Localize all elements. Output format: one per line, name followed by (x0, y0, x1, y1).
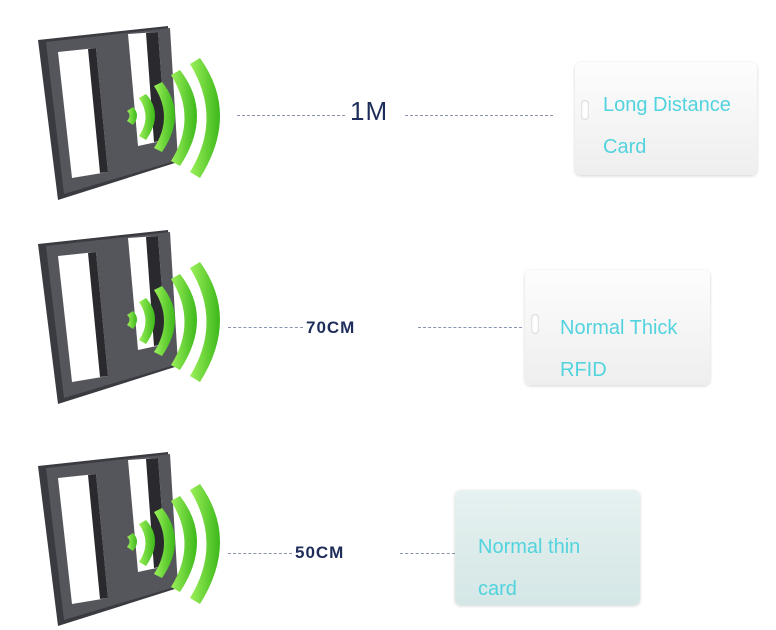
distance-line (418, 327, 522, 328)
card-long-distance: Long Distance Card (575, 62, 757, 175)
distance-label: 50CM (295, 543, 345, 562)
card-slot (581, 100, 589, 120)
card-normal-thick: Normal Thick RFID (525, 270, 710, 385)
card-label-line2: RFID (560, 359, 607, 381)
distance-label: 70CM (306, 318, 356, 337)
distance-label: 1M (350, 96, 389, 126)
card-label-line1: Long Distance (603, 94, 731, 116)
distance-line (405, 115, 553, 116)
distance-line (228, 553, 292, 554)
card-label-line1: Normal Thick (560, 317, 678, 339)
card-normal-thin: Normal thin card (455, 490, 640, 605)
card-slot (531, 314, 539, 334)
card-label-line2: card (478, 578, 517, 600)
distance-line (400, 553, 455, 554)
distance-line (228, 327, 303, 328)
rfid-reader-image (28, 22, 238, 212)
card-label-line2: Card (603, 136, 647, 158)
card-label-line1: Normal thin (478, 536, 581, 558)
rfid-reader-image (28, 226, 238, 416)
distance-line (237, 115, 345, 116)
rfid-reader-image (28, 448, 238, 630)
